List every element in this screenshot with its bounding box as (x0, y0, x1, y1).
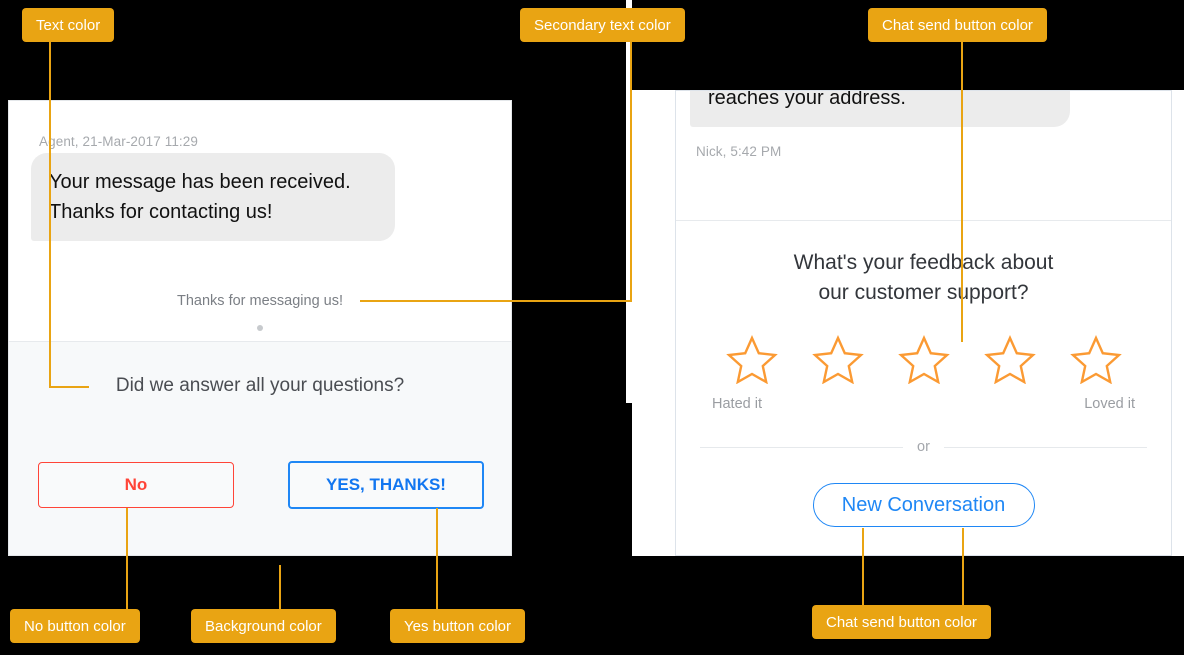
annotation-tag-no-button-color: No button color (10, 609, 140, 643)
separator-rule-left (700, 446, 904, 448)
rating-high-label: Loved it (1084, 396, 1135, 412)
leader-line-chat-send-bottom-right (962, 528, 964, 605)
yes-thanks-button[interactable]: YES, THANKS! (288, 461, 484, 509)
annotation-tag-yes-button-color: Yes button color (390, 609, 526, 643)
agent-message-meta: Agent, 21-Mar-2017 11:29 (39, 134, 199, 149)
annotation-tag-background-color: Background color (191, 609, 336, 643)
feedback-question-line-1: What's your feedback about (793, 251, 1054, 274)
new-conversation-button[interactable]: New Conversation (812, 483, 1035, 527)
or-separator: or (676, 439, 1171, 455)
leader-line-no-button (126, 508, 128, 609)
leader-line-text-color-horizontal (49, 386, 89, 388)
leader-line-background (279, 565, 281, 609)
left-chat-panel: Agent, 21-Mar-2017 11:29 Your message ha… (8, 100, 512, 556)
system-note-text: Thanks for messaging us! (176, 293, 344, 309)
leader-line-secondary-text-horizontal (360, 300, 631, 302)
star-rating-row[interactable] (676, 334, 1171, 384)
rating-low-label: Hated it (712, 396, 762, 412)
separator-rule-right (943, 446, 1147, 448)
cta-question-text: Did we answer all your questions? (115, 375, 405, 396)
star-icon-2[interactable] (811, 334, 864, 384)
agent-message-bubble: Your message has been received. Thanks f… (31, 153, 395, 241)
or-label: or (917, 439, 930, 455)
annotation-tag-secondary-text-color: Secondary text color (520, 8, 685, 42)
leader-line-chat-send-top (961, 42, 963, 342)
carousel-dot-indicator[interactable] (257, 325, 263, 331)
agent-message-bubble-partial: reaches your address. (690, 91, 1070, 127)
annotation-tag-text-color: Text color (22, 8, 115, 42)
leader-line-yes-button (436, 508, 438, 609)
star-icon-5[interactable] (1069, 334, 1122, 384)
annotation-tag-chat-send-button-color-bottom: Chat send button color (812, 605, 991, 639)
star-icon-1[interactable] (725, 334, 778, 384)
cta-background-area: Did we answer all your questions? No YES… (9, 342, 511, 555)
annotation-tag-chat-send-button-color-top: Chat send button color (868, 8, 1047, 42)
right-chat-panel: reaches your address. Nick, 5:42 PM What… (675, 90, 1172, 556)
rating-scale-labels: Hated it Loved it (676, 396, 1171, 412)
leader-line-chat-send-bottom-left (862, 528, 864, 605)
panel-divider (676, 220, 1171, 221)
feedback-question: What's your feedback about our customer … (676, 248, 1171, 308)
leader-line-text-color-vertical (49, 42, 51, 388)
feedback-question-line-2: our customer support? (818, 281, 1029, 304)
leader-line-secondary-text-vertical (630, 42, 632, 302)
panel-divider (9, 341, 511, 342)
user-message-meta: Nick, 5:42 PM (696, 144, 782, 159)
star-icon-4[interactable] (983, 334, 1036, 384)
star-icon-3[interactable] (897, 334, 950, 384)
no-button[interactable]: No (38, 462, 234, 508)
